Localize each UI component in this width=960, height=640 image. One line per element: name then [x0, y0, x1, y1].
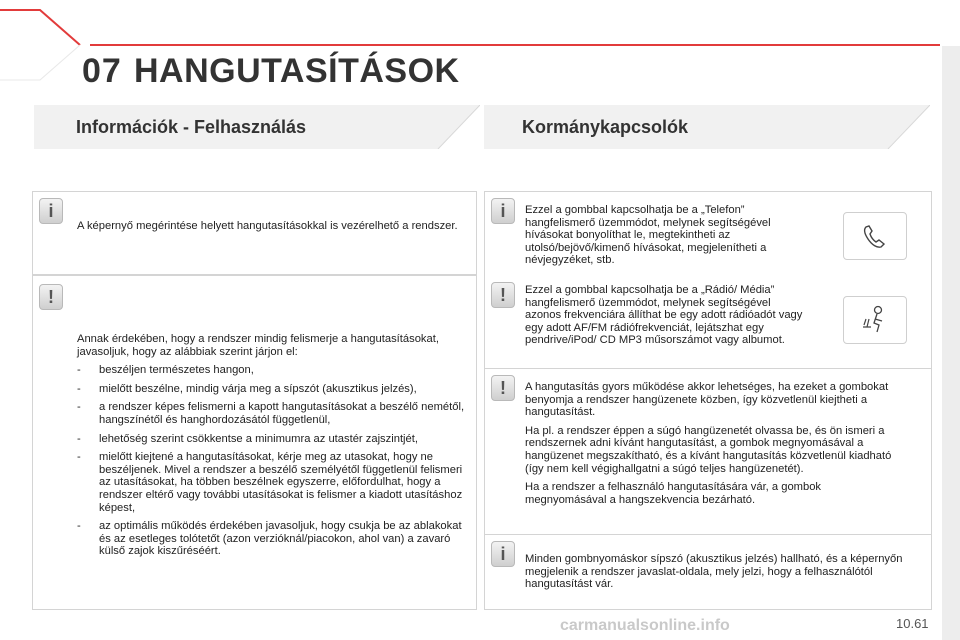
right-warning-p1: A hangutasítás gyors működése akkor lehe… [525, 381, 889, 419]
right-warning-content: A hangutasítás gyors működése akkor lehe… [525, 381, 893, 512]
right-info-panel: i Minden gombnyomáskor sípszó (akusztiku… [484, 534, 932, 610]
list-item: - beszéljen természetes hangon, [77, 364, 469, 377]
section-title-right: Kormánykapcsolók [522, 117, 689, 137]
section-title-left: Információk - Felhasználás [76, 117, 307, 137]
bullet-text: a rendszer képes felismerni a kapott han… [99, 401, 465, 426]
list-item: - mielőtt kiejtené a hangutasításokat, ké… [77, 451, 469, 514]
bullet-dash: - [77, 364, 81, 377]
phone-icon [863, 225, 886, 248]
bullet-dash: - [77, 401, 81, 414]
list-item: - a rendszer képes felismerni a kapott ha… [77, 401, 469, 426]
phone-button-text: Ezzel a gombbal kapcsolhatja be a „Telef… [525, 204, 771, 267]
bullet-text: beszéljen természetes hangon, [99, 364, 254, 377]
bullet-dash: - [77, 432, 81, 445]
phone-button-image [843, 212, 907, 260]
right-warning-panel: ! A hangutasítás gyors működése akkor le… [484, 368, 932, 535]
bullet-dash: - [77, 382, 81, 395]
left-info-text: A képernyő megérintése helyett hangutasí… [77, 220, 458, 232]
section-header-right: Kormánykapcsolók [484, 105, 930, 149]
chapter-number: 07 [82, 52, 122, 90]
list-item: - mielőtt beszélne, mindig várja meg a sí… [77, 383, 469, 396]
right-warning-p3: Ha a rendszer a felhasználó hangutasítás… [525, 481, 822, 506]
bullet-text: az optimális működés érdekében javasolju… [99, 520, 462, 558]
section-header-right-bg [484, 105, 930, 149]
page-title: HANGUTASÍTÁSOK [134, 52, 460, 90]
bullet-text: lehetőség szerint csökkentse a minimumra… [99, 432, 418, 445]
chapter-chevron [0, 9, 81, 81]
bullet-dash: - [77, 520, 81, 533]
header-red-line [90, 44, 940, 46]
left-warning-panel: ! Annak érdekében, hogy a rendszer mindi… [32, 275, 477, 610]
section-header-left-bg [34, 105, 480, 149]
right-warning-p2: Ha pl. a rendszer éppen a súgó hangüzene… [525, 424, 892, 475]
radio-button-text: Ezzel a gombbal kapcsolhatja be a „Rádió… [525, 284, 803, 347]
bullet-text: mielőtt beszélne, mindig várja meg a síp… [99, 382, 417, 395]
right-controls-panel: i Ezzel a gombbal kapcsolhatja be a „Tel… [484, 191, 932, 369]
bullet-dash: - [77, 451, 81, 464]
voice-button-image [843, 296, 907, 344]
left-warning-content: Annak érdekében, hogy a rendszer mindig … [77, 333, 469, 564]
info-icon: i [39, 198, 63, 224]
list-item: - az optimális működés érdekében javasolj… [77, 520, 469, 558]
right-edge-bar [942, 46, 960, 640]
warning-icon: ! [491, 375, 515, 401]
warning-icon: ! [39, 284, 63, 310]
list-item: - lehetőség szerint csökkentse a minimumr… [77, 433, 469, 446]
left-info-panel: i A képernyő megérintése helyett hanguta… [32, 191, 477, 275]
bullet-list: - beszéljen természetes hangon, - mielőtt … [77, 364, 469, 558]
bullet-text: mielőtt kiejtené a hangutasításokat, kér… [99, 451, 463, 514]
info-icon: i [491, 198, 515, 224]
info-icon: i [491, 541, 515, 567]
left-warning-intro: Annak érdekében, hogy a rendszer mindig … [77, 333, 439, 358]
watermark-text: carmanualsonline.info [560, 617, 730, 634]
right-info-text: Minden gombnyomáskor sípszó (akusztikus … [525, 553, 903, 591]
section-header-left: Információk - Felhasználás [34, 105, 480, 149]
page-number: 10.61 [896, 616, 929, 631]
warning-icon: ! [491, 282, 515, 308]
voice-command-icon [863, 305, 883, 333]
